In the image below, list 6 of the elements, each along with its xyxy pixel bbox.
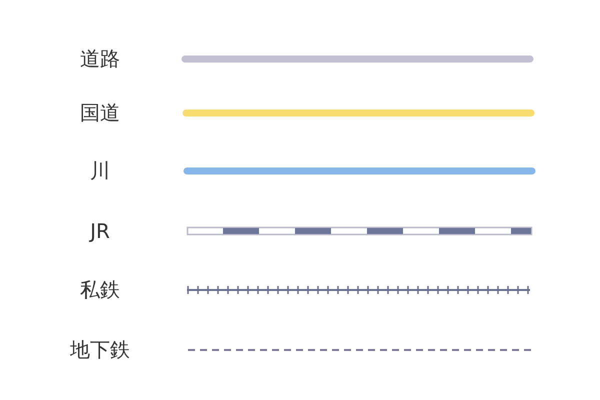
legend-label: 道路	[80, 46, 120, 72]
legend-label: 国道	[80, 100, 120, 126]
legend-label: 川	[90, 158, 110, 184]
legend-label: 地下鉄	[70, 336, 130, 364]
legend-label: JR	[90, 219, 110, 243]
legend-label: 私鉄	[80, 276, 120, 304]
